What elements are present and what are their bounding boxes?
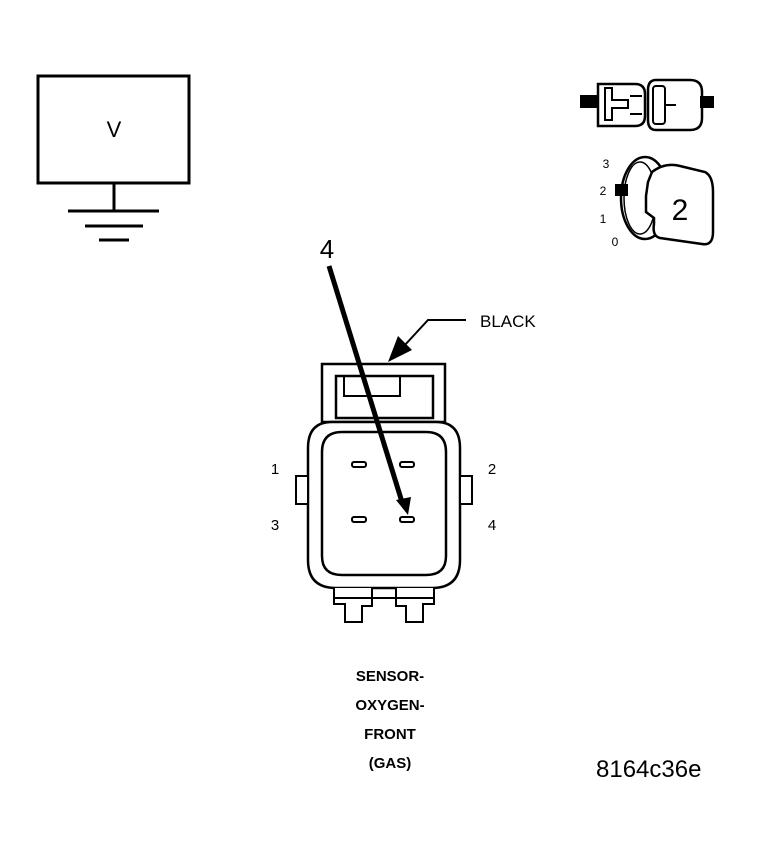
pin-label-3: 3: [271, 517, 279, 534]
ignition-scale-0: 0: [612, 235, 619, 249]
ignition-scale-2: 2: [600, 184, 607, 198]
pin-label-1: 1: [271, 461, 279, 478]
ignition-scale-1: 1: [600, 212, 607, 226]
caption-line-2: OXYGEN-: [355, 697, 425, 714]
voltmeter-symbol: V: [36, 74, 191, 242]
caption-line-1: SENSOR-: [355, 668, 425, 685]
terminal-2: [399, 461, 415, 468]
terminal-1: [351, 461, 367, 468]
connector-disconnect-icon: [580, 78, 714, 132]
caption-line-3: FRONT: [364, 726, 416, 743]
key-position-number: 2: [672, 194, 689, 227]
pin-label-2: 2: [488, 461, 496, 478]
ground-icon: [68, 183, 159, 242]
caption-line-4: (GAS): [368, 755, 412, 772]
probe-arrow: [326, 265, 411, 515]
ignition-scale-3: 3: [603, 157, 610, 171]
terminal-3: [351, 516, 367, 523]
pin-label-4: 4: [488, 517, 496, 534]
terminal-4: [399, 516, 415, 523]
oxygen-sensor-connector: [295, 362, 473, 623]
ignition-key-icon: 2 3 2 1 0: [600, 155, 715, 249]
wire-color-leader: [388, 319, 466, 362]
voltmeter-label: V: [107, 117, 122, 142]
figure-id: 8164c36e: [596, 756, 702, 783]
wire-color-label: BLACK: [480, 312, 536, 331]
probe-pin-number: 4: [320, 234, 334, 264]
